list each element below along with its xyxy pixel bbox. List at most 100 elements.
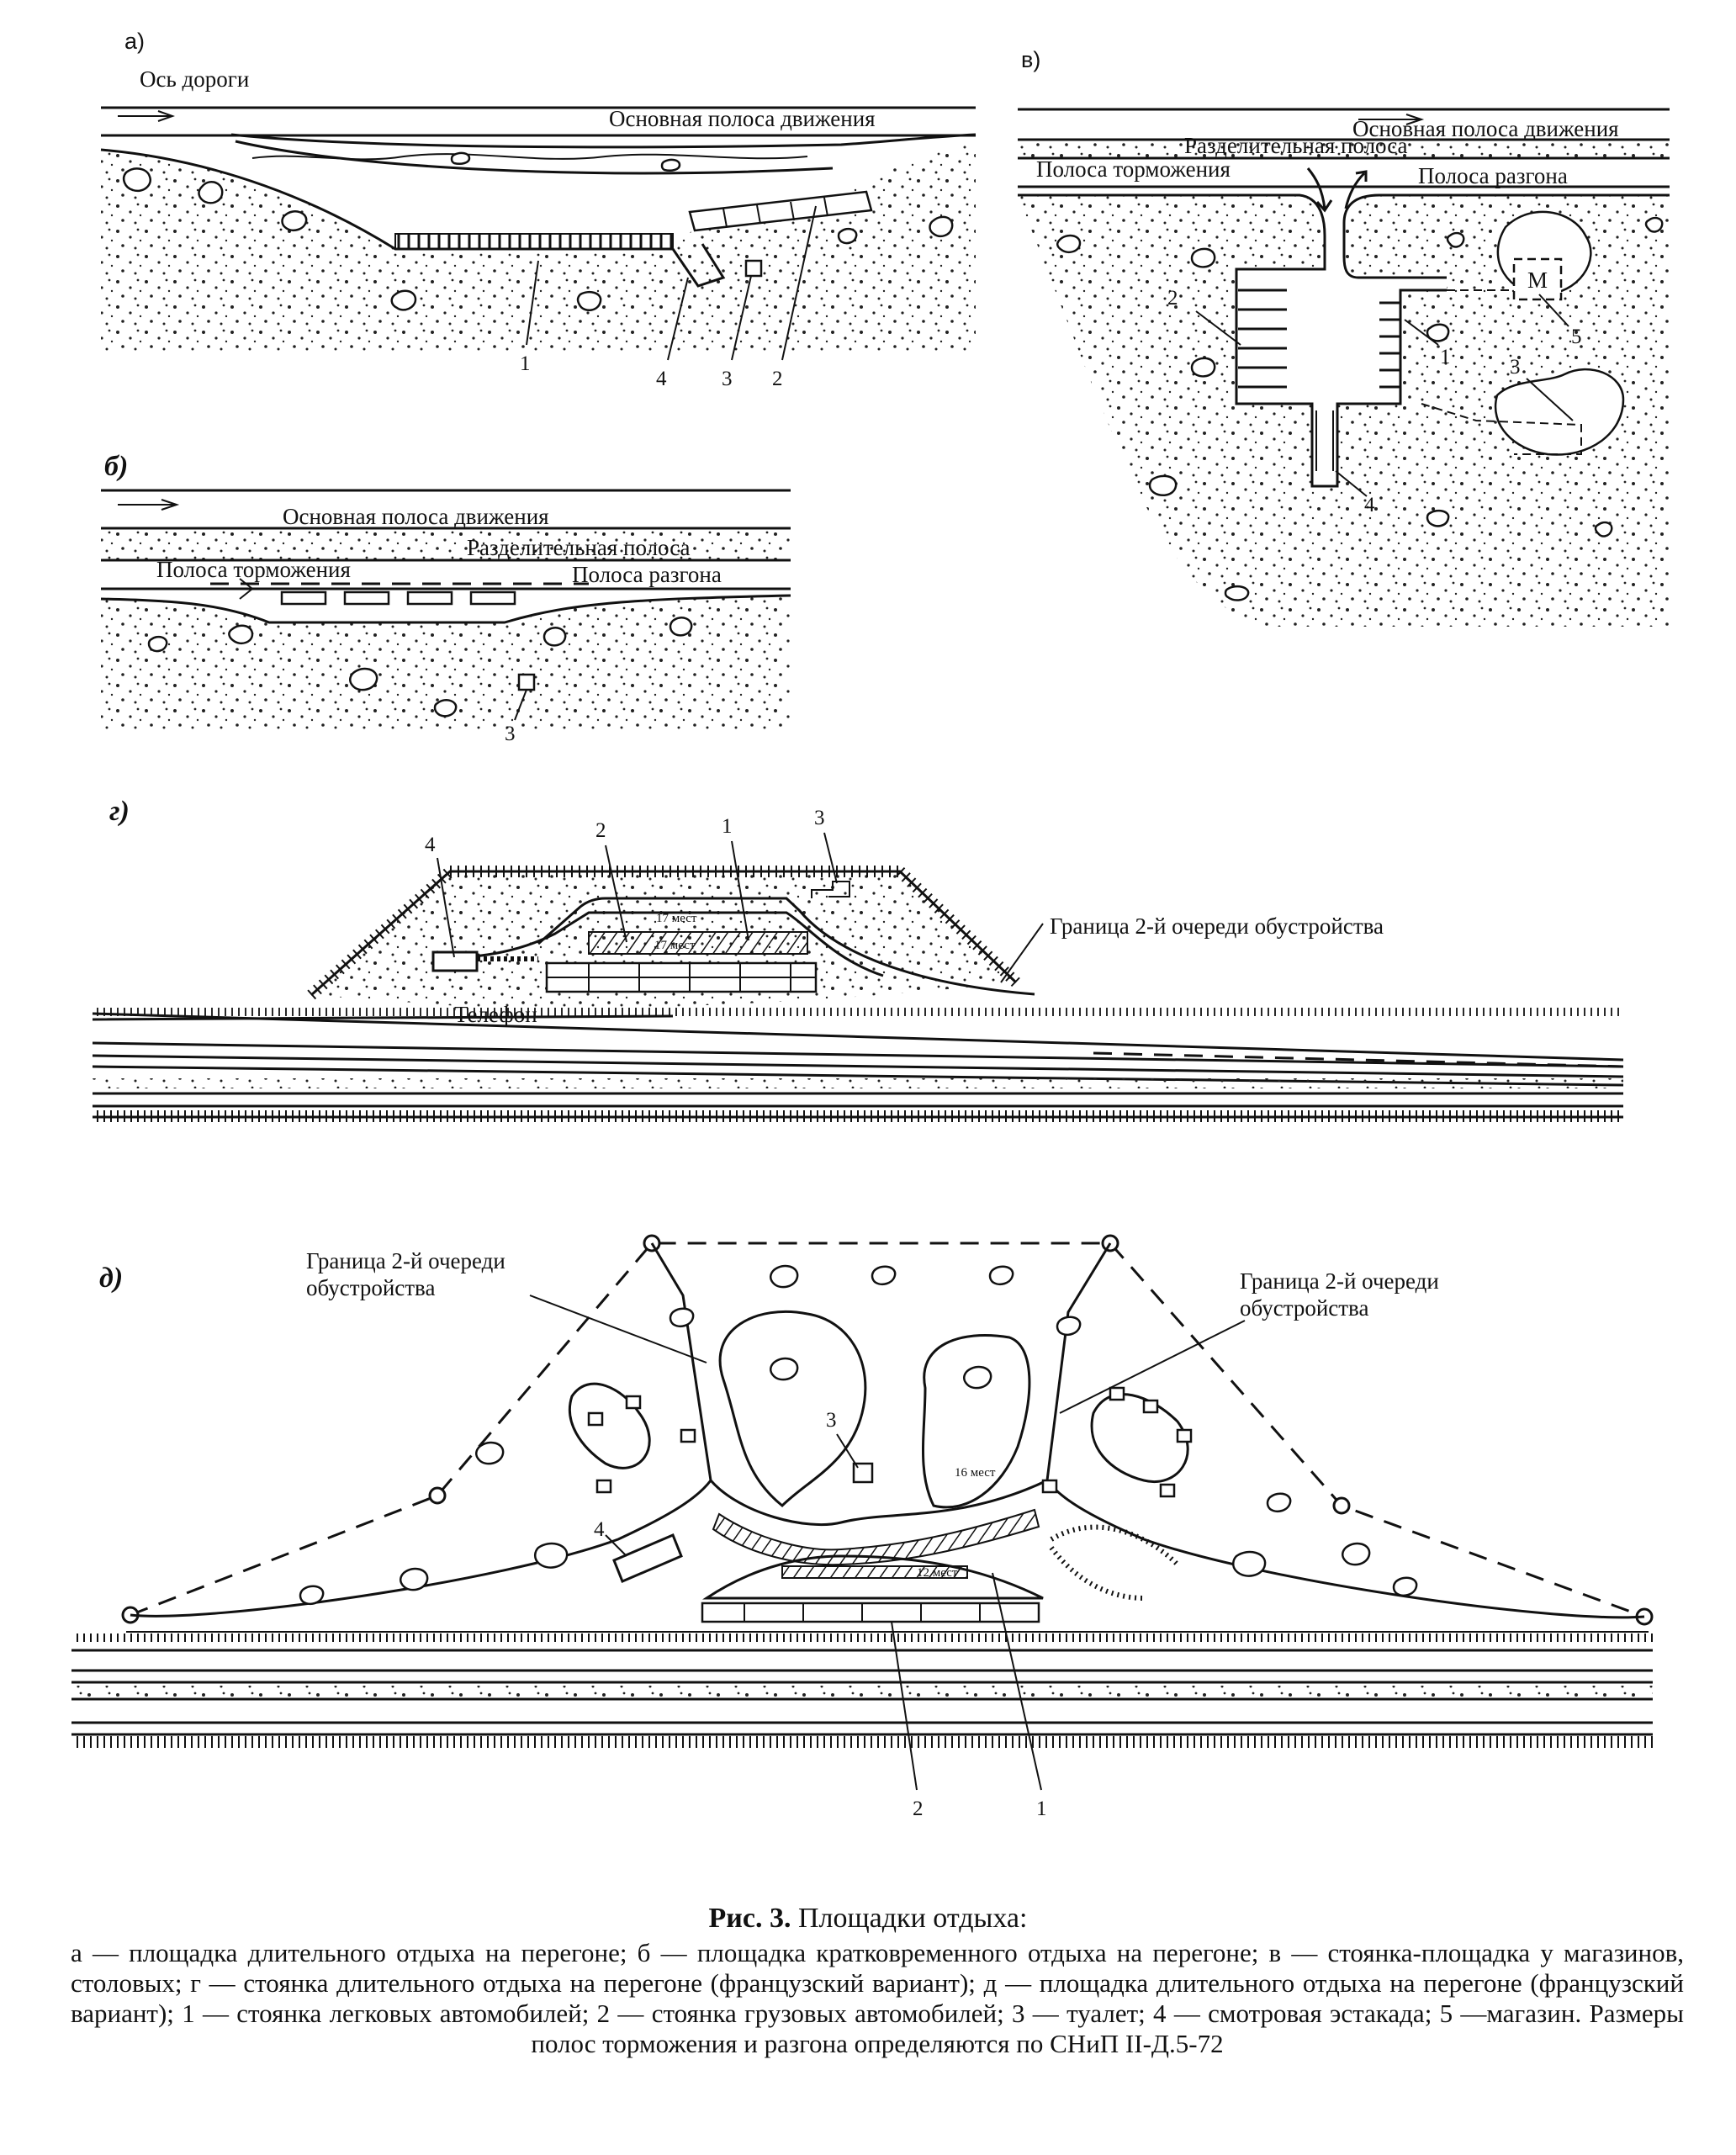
bush-icon — [669, 617, 693, 637]
leader-5-v — [1538, 294, 1569, 327]
accel-lane-label-b: Полоса разгона — [572, 562, 722, 587]
verge-g — [93, 1008, 1623, 1016]
boundary-label-right-l1: Граница 2-й очереди — [1240, 1268, 1439, 1294]
boundary-g — [310, 870, 1018, 997]
bush-icon — [450, 151, 471, 165]
leader-1-v — [1404, 319, 1439, 346]
callout-3-a: 3 — [722, 368, 733, 390]
leader-2-v — [1195, 310, 1241, 346]
boundary-label-left-l1: Граница 2-й очереди — [306, 1248, 505, 1273]
panel-d-letter: д) — [99, 1263, 123, 1294]
callout-4-v: 4 — [1364, 494, 1375, 516]
places-16: 16 мест — [955, 1466, 996, 1480]
inspection-ramp-v — [1315, 410, 1334, 471]
bush-icon — [198, 180, 224, 204]
callout-4-g: 4 — [425, 834, 436, 856]
road-edge-g-2 — [92, 1054, 1624, 1078]
panel-a-letter: а) — [124, 29, 145, 54]
caption-title: Площадки отдыха: — [797, 1903, 1028, 1934]
leader-2-d — [891, 1621, 918, 1791]
callout-2-a: 2 — [772, 368, 783, 390]
leader-3-d — [836, 1433, 859, 1469]
decel-arrow-b — [239, 578, 254, 600]
bush-icon — [770, 1264, 799, 1289]
panel-v-letter: в) — [1021, 47, 1040, 72]
road-dash-g — [1093, 1051, 1624, 1068]
callout-4-a: 4 — [656, 368, 667, 390]
verge-g-bottom — [93, 1110, 1623, 1122]
bush-icon — [576, 291, 602, 312]
picnic-table — [1109, 1386, 1125, 1401]
picnic-table — [680, 1428, 696, 1443]
picnic-table — [1142, 1399, 1159, 1414]
bush-icon — [390, 289, 417, 311]
terrain-a — [101, 143, 976, 353]
bush-icon — [929, 215, 954, 237]
truck-stall-dividers-a — [722, 197, 828, 228]
boundary-g-grass — [307, 866, 1020, 1000]
picnic-table — [595, 1479, 612, 1494]
decel-curve-g — [92, 1014, 674, 1021]
bush-icon — [1392, 1576, 1418, 1596]
accel-arrow-v — [1344, 170, 1368, 209]
verge-d-bottom — [71, 1736, 1653, 1748]
bush-icon — [988, 1265, 1014, 1285]
median-d — [71, 1686, 1653, 1697]
shop-mark: М — [1527, 267, 1548, 293]
parking-outline-v-right — [1342, 193, 1670, 279]
median-island-bottom — [235, 140, 834, 175]
leader-3-a — [731, 275, 752, 361]
boundary-label-right-l2: обустройства — [1240, 1295, 1368, 1321]
decel-lane-label-b: Полоса торможения — [156, 557, 351, 582]
bush-icon — [1056, 1316, 1082, 1336]
toilet-grove — [1494, 368, 1625, 456]
bush-icon — [1426, 509, 1450, 527]
terrain-v — [1018, 195, 1670, 627]
picnic-table — [1176, 1428, 1193, 1443]
bush-icon — [770, 1357, 799, 1381]
bush-icon — [1232, 1550, 1267, 1577]
inspection-ramp-g — [431, 950, 479, 972]
bush-icon — [963, 1365, 992, 1390]
callout-3-d: 3 — [826, 1409, 837, 1432]
boundary-post — [1332, 1496, 1351, 1515]
car-stalls-v — [1379, 301, 1400, 389]
car-parking-stalls-a — [394, 233, 674, 250]
loop-road-inner-g — [437, 911, 884, 977]
picnic-table — [1041, 1479, 1058, 1494]
toilet-g — [811, 881, 850, 898]
callout-3-b: 3 — [505, 723, 516, 745]
parking-outline-v-left — [1018, 193, 1447, 488]
panel-g-letter: г) — [109, 796, 130, 827]
accel-lane-label-v: Полоса разгона — [1418, 163, 1568, 188]
bush-icon — [542, 627, 567, 647]
bush-icon — [299, 1585, 325, 1605]
boundary-d-dashed — [130, 1242, 1645, 1618]
places-17-b: 17 мест — [654, 939, 696, 952]
bush-icon — [400, 1567, 429, 1591]
leader-4-d — [605, 1534, 627, 1557]
panel-v: в) Основная полоса движения Разделительн… — [1018, 47, 1670, 627]
bush-icon — [1342, 1542, 1371, 1566]
main-lane-label: Основная полоса движения — [609, 106, 876, 131]
leader-1-a — [526, 260, 539, 346]
bush-icon — [1224, 585, 1250, 601]
places-17-a: 17 мест — [656, 912, 697, 925]
picnic-table — [587, 1411, 604, 1427]
car-parking-island-d — [781, 1565, 968, 1579]
leader-boundary-left-d — [529, 1295, 707, 1363]
rest-areas-figure: а) Ось дороги Основная полоса движения 1… — [71, 29, 1670, 1820]
callout-2-g: 2 — [595, 819, 606, 842]
car-parking-g — [588, 931, 808, 955]
callout-3-g: 3 — [814, 807, 825, 829]
callout-1-a: 1 — [520, 352, 531, 375]
bush-icon — [281, 210, 308, 231]
leader-3-g — [823, 832, 838, 884]
shop-building — [1512, 257, 1563, 301]
caption-title-line: Рис. 3. Площадки отдыха: — [0, 1903, 1736, 1935]
truck-parking-d — [701, 1602, 1040, 1623]
median-strip-v — [1018, 140, 1670, 158]
picnic-loop-right-d — [1090, 1393, 1189, 1483]
boundary-post — [428, 1486, 447, 1505]
picnic-table — [1159, 1483, 1176, 1498]
